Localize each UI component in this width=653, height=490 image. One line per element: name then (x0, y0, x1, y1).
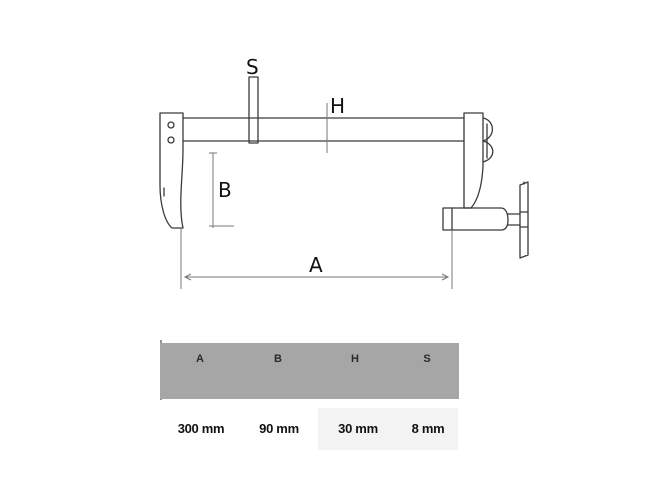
t-handle (519, 181, 529, 259)
sliding-arm (463, 112, 484, 209)
label-a: A (309, 253, 323, 277)
clamp-rail (182, 117, 465, 142)
sliding-arm-collar (482, 117, 494, 142)
label-s: S (246, 55, 259, 79)
value-b: 90 mm (259, 421, 299, 436)
label-h: H (330, 94, 345, 118)
clamp-diagram: S H B A (159, 55, 529, 289)
header-s: S (423, 353, 431, 365)
jaw-rivet-top (167, 121, 175, 129)
value-a: 300 mm (177, 421, 225, 436)
value-h: 30 mm (318, 408, 398, 450)
fixed-jaw (159, 112, 184, 229)
header-h: H (351, 353, 359, 365)
pressure-pad (442, 207, 509, 231)
table-header: A B H S (160, 343, 459, 399)
s-block (248, 76, 259, 144)
label-b: B (218, 178, 232, 202)
spec-table: A B H S 300 mm 90 mm 30 mm 8 mm (160, 340, 460, 452)
value-s: 8 mm (398, 408, 458, 450)
header-a: A (196, 353, 204, 365)
header-b: B (274, 353, 282, 365)
jaw-rivet-bottom (167, 136, 175, 144)
